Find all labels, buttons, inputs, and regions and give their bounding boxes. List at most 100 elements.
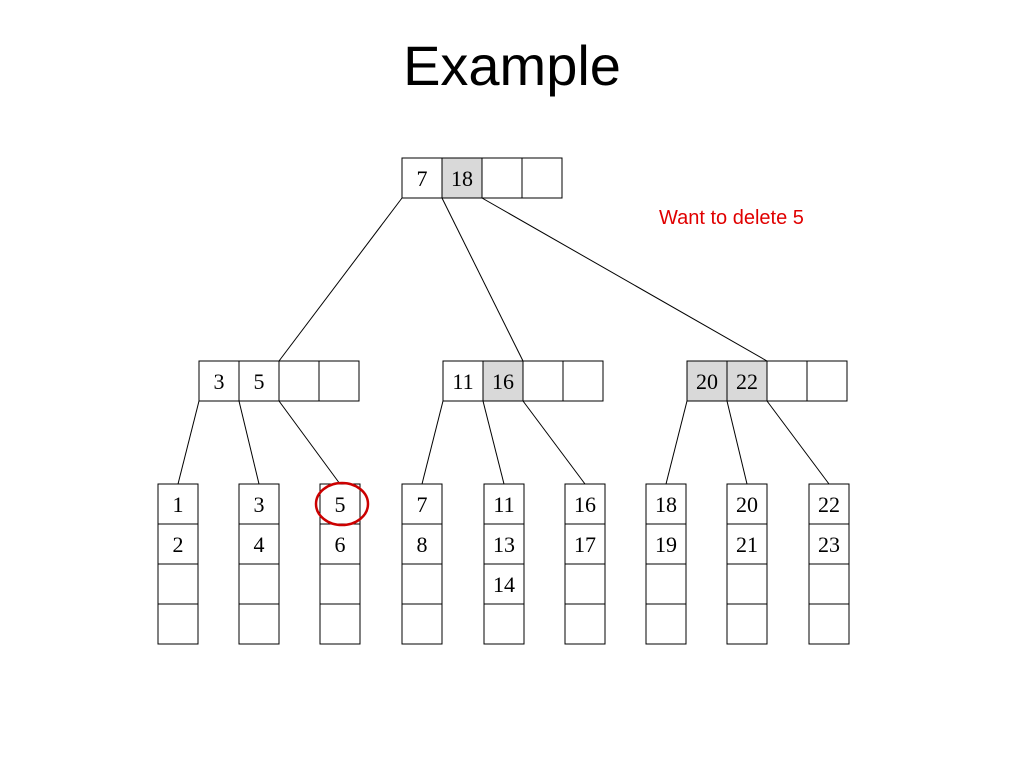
leaf-node-3-key-1: 6 bbox=[335, 532, 346, 557]
leaf-node-5-key-0: 11 bbox=[493, 492, 514, 517]
leaf-node-8-key-1: 21 bbox=[736, 532, 758, 557]
leaf-node-9-key-0: 22 bbox=[818, 492, 840, 517]
leaf-node-9: 22 23 bbox=[808, 483, 850, 645]
edge-internal-1-to-leaf-3 bbox=[278, 400, 341, 485]
internal-node-2-cell-3 bbox=[562, 360, 604, 402]
leaf-node-1-cell-3 bbox=[157, 603, 199, 645]
internal-node-1-cell-2 bbox=[278, 360, 320, 402]
leaf-node-2-key-0: 3 bbox=[254, 492, 265, 517]
internal-node-3-cell-1 bbox=[726, 360, 768, 402]
leaf-node-7-key-1: 19 bbox=[655, 532, 677, 557]
root-node: 7 18 bbox=[401, 157, 563, 199]
leaf-node-4-cell-3 bbox=[401, 603, 443, 645]
leaf-node-4-cell-2 bbox=[401, 563, 443, 605]
edge-root-to-internal-3 bbox=[481, 197, 768, 362]
leaf-node-8-key-0: 20 bbox=[736, 492, 758, 517]
edge-internal-2-to-leaf-4 bbox=[421, 400, 444, 485]
leaf-node-4-key-1: 8 bbox=[417, 532, 428, 557]
leaf-node-2-key-1: 4 bbox=[254, 532, 265, 557]
leaf-node-4: 78 bbox=[401, 483, 443, 645]
leaf-node-1-cell-0 bbox=[157, 483, 199, 525]
leaf-node-7-cell-3 bbox=[645, 603, 687, 645]
tree-markers bbox=[314, 481, 370, 527]
root-node-key-0: 7 bbox=[417, 166, 428, 191]
edge-internal-3-to-leaf-7 bbox=[665, 400, 688, 485]
leaf-node-2-cell-2 bbox=[238, 563, 280, 605]
internal-node-3-key-1: 22 bbox=[736, 369, 758, 394]
leaf-node-7-cell-2 bbox=[645, 563, 687, 605]
leaf-node-4-cell-1 bbox=[401, 523, 443, 565]
internal-node-1-key-1: 5 bbox=[254, 369, 265, 394]
leaf-node-8-cell-1 bbox=[726, 523, 768, 565]
leaf-node-9-cell-1 bbox=[808, 523, 850, 565]
internal-node-3-cell-3 bbox=[806, 360, 848, 402]
leaf-node-9-cell-0 bbox=[808, 483, 850, 525]
leaf-node-5-key-2: 14 bbox=[493, 572, 515, 597]
leaf-node-2-cell-1 bbox=[238, 523, 280, 565]
leaf-node-3-key-0: 5 bbox=[335, 492, 346, 517]
leaf-node-1-cell-2 bbox=[157, 563, 199, 605]
edge-internal-2-to-leaf-6 bbox=[522, 400, 586, 485]
slide-title: Example bbox=[403, 34, 621, 97]
leaf-node-8-cell-2 bbox=[726, 563, 768, 605]
leaf-node-5-key-1: 13 bbox=[493, 532, 515, 557]
leaf-node-7-cell-1 bbox=[645, 523, 687, 565]
root-node-cell-2 bbox=[481, 157, 523, 199]
internal-node-3-key-0: 20 bbox=[696, 369, 718, 394]
leaf-node-3: 56 bbox=[319, 483, 361, 645]
leaf-node-3-cell-2 bbox=[319, 563, 361, 605]
leaf-node-3-cell-3 bbox=[319, 603, 361, 645]
root-node-cell-0 bbox=[401, 157, 443, 199]
leaf-node-9-key-1: 23 bbox=[818, 532, 840, 557]
edge-root-to-internal-2 bbox=[441, 197, 524, 362]
leaf-node-6-key-0: 16 bbox=[574, 492, 596, 517]
leaf-node-1: 12 bbox=[157, 483, 199, 645]
edge-internal-2-to-leaf-5 bbox=[482, 400, 505, 485]
leaf-node-4-cell-0 bbox=[401, 483, 443, 525]
leaf-node-5: 11 13 14 bbox=[483, 483, 525, 645]
internal-node-2-key-0: 11 bbox=[452, 369, 473, 394]
leaf-node-5-cell-3 bbox=[483, 603, 525, 645]
root-node-key-1: 18 bbox=[451, 166, 473, 191]
internal-node-1-cell-0 bbox=[198, 360, 240, 402]
edge-internal-1-to-leaf-1 bbox=[177, 400, 200, 485]
leaf-node-7-cell-0 bbox=[645, 483, 687, 525]
internal-node-3-cell-0 bbox=[686, 360, 728, 402]
leaf-node-1-key-0: 1 bbox=[173, 492, 184, 517]
delete-target-circle bbox=[314, 481, 370, 527]
internal-node-1-cell-1 bbox=[238, 360, 280, 402]
root-node-cell-3 bbox=[521, 157, 563, 199]
internal-node-3-cell-2 bbox=[766, 360, 808, 402]
leaf-node-5-cell-1 bbox=[483, 523, 525, 565]
leaf-node-8-cell-3 bbox=[726, 603, 768, 645]
edge-root-to-internal-1 bbox=[278, 197, 403, 362]
internal-node-1-key-0: 3 bbox=[214, 369, 225, 394]
edge-internal-1-to-leaf-2 bbox=[238, 400, 260, 485]
leaf-node-5-cell-0 bbox=[483, 483, 525, 525]
leaf-node-2: 34 bbox=[238, 483, 280, 645]
leaf-node-3-cell-0 bbox=[319, 483, 361, 525]
leaf-node-7-key-0: 18 bbox=[655, 492, 677, 517]
leaf-node-9-cell-3 bbox=[808, 603, 850, 645]
leaf-node-5-cell-2 bbox=[483, 563, 525, 605]
edge-internal-3-to-leaf-8 bbox=[726, 400, 748, 485]
leaf-node-6-cell-3 bbox=[564, 603, 606, 645]
leaf-node-6-cell-2 bbox=[564, 563, 606, 605]
delete-annotation: Want to delete 5 bbox=[659, 207, 804, 229]
internal-node-2-cell-2 bbox=[522, 360, 564, 402]
leaf-node-1-key-1: 2 bbox=[173, 532, 184, 557]
leaf-node-4-key-0: 7 bbox=[417, 492, 428, 517]
leaf-node-1-cell-1 bbox=[157, 523, 199, 565]
internal-node-2-cell-0 bbox=[442, 360, 484, 402]
internal-node-1-cell-3 bbox=[318, 360, 360, 402]
internal-node-2-cell-1 bbox=[482, 360, 524, 402]
leaf-node-9-cell-2 bbox=[808, 563, 850, 605]
